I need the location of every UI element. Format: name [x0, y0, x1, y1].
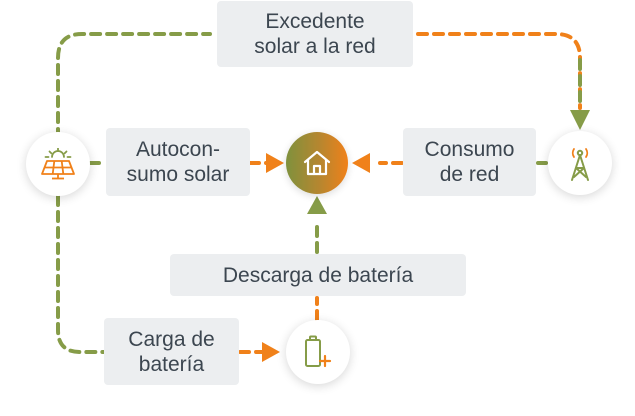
label-excedente-line2: solar a la red [254, 35, 376, 58]
label-carga-bateria: Carga de batería [104, 318, 239, 385]
label-excedente-solar: Excedente solar a la red [217, 1, 413, 67]
label-consumo-red: Consumo de red [403, 128, 536, 196]
battery-node [286, 320, 350, 384]
arrowhead-home-right [352, 153, 370, 173]
home-node [286, 132, 348, 194]
connector-excedente-left [56, 32, 212, 140]
label-autoconsumo-line1: Autocon- [135, 138, 221, 161]
connector-carga-vertical [56, 194, 106, 354]
house-icon [303, 150, 331, 176]
arrowhead-home-left [266, 153, 284, 173]
label-carga-line1: Carga de [128, 327, 215, 351]
label-carga-line2: batería [138, 352, 205, 376]
label-consumo-line1: Consumo [424, 138, 515, 161]
label-consumo-line2: de red [439, 163, 500, 186]
label-descarga-bateria: Descarga de batería [170, 254, 466, 296]
connector-excedente-right [416, 32, 582, 110]
grid-node [548, 131, 612, 195]
label-autoconsumo-line2: sumo solar [126, 163, 230, 186]
solar-panel-icon [41, 148, 75, 180]
arrowhead-home-bottom [307, 196, 327, 214]
arrowhead-grid [570, 110, 590, 130]
solar-node [26, 132, 90, 196]
label-autoconsumo-solar: Autocon- sumo solar [106, 128, 250, 196]
transmission-tower-icon [571, 148, 589, 181]
label-excedente-line1: Excedente [265, 10, 365, 33]
label-descarga-line1: Descarga de batería [222, 263, 414, 287]
arrowhead-battery [262, 342, 280, 362]
battery-charging-icon [305, 335, 332, 368]
